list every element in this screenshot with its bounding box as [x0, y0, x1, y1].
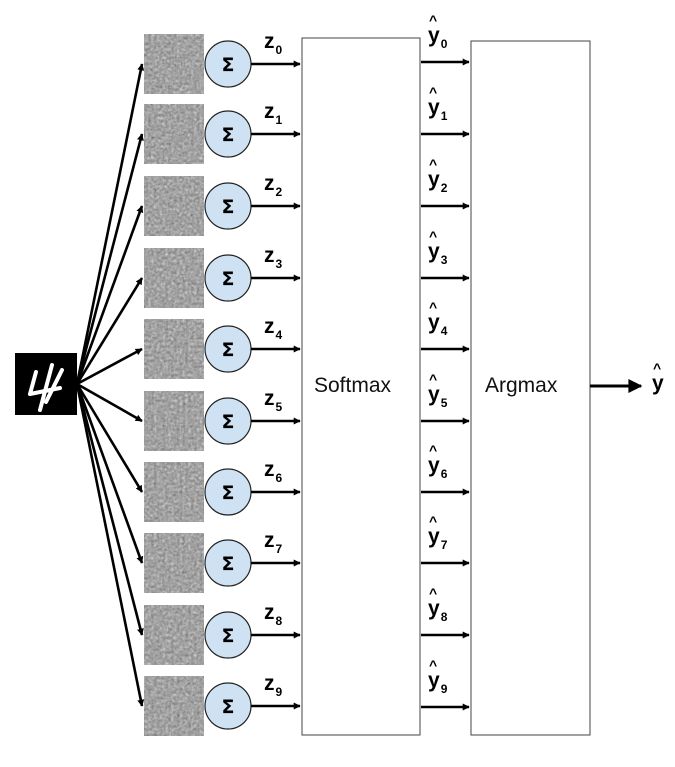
fan-arrow-3	[75, 277, 144, 385]
sum-node-2: Σ	[204, 182, 252, 230]
fan-arrow-8	[75, 383, 144, 636]
sum-node-7: Σ	[204, 539, 252, 587]
input-digit-image	[15, 353, 77, 415]
sum-node-0: Σ	[204, 40, 252, 88]
weight-image-texture	[144, 319, 204, 379]
weight-image-texture	[144, 391, 204, 451]
weight-image-texture	[144, 676, 204, 736]
weight-image-4	[144, 319, 204, 379]
fan-arrow-5	[76, 382, 143, 423]
sigma-icon: Σ	[222, 54, 235, 76]
sigma-icon: Σ	[222, 696, 235, 718]
sum-node-5: Σ	[204, 397, 252, 445]
sum-nodes: Σ Σ Σ Σ Σ Σ Σ Σ Σ Σ	[204, 40, 252, 730]
fan-arrow-7	[75, 383, 144, 564]
fan-arrow-9	[75, 383, 145, 707]
sigma-icon: Σ	[222, 268, 235, 290]
sum-node-4: Σ	[204, 325, 252, 373]
weight-images	[144, 34, 204, 736]
sum-node-1: Σ	[204, 110, 252, 158]
sum-node-6: Σ	[204, 468, 252, 516]
weight-image-6	[144, 462, 204, 522]
probability-arrows	[421, 58, 470, 711]
weight-image-5	[144, 391, 204, 451]
sigma-icon: Σ	[222, 339, 235, 361]
sigma-icon: Σ	[222, 482, 235, 504]
weight-image-8	[144, 605, 204, 665]
logit-arrows	[251, 60, 301, 710]
weight-image-texture	[144, 176, 204, 236]
sigma-icon: Σ	[222, 411, 235, 433]
sigma-icon: Σ	[222, 625, 235, 647]
weight-image-texture	[144, 533, 204, 593]
sigma-icon: Σ	[222, 124, 235, 146]
fan-arrow-0	[75, 63, 145, 385]
input-fan-out-arrows	[75, 63, 145, 707]
weight-image-texture	[144, 104, 204, 164]
argmax-box	[470, 40, 591, 736]
fan-arrow-4	[76, 347, 143, 386]
sum-node-9: Σ	[204, 682, 252, 730]
fan-arrow-2	[75, 205, 144, 385]
weight-image-2	[144, 176, 204, 236]
weight-image-0	[144, 34, 204, 94]
softmax-box	[301, 37, 421, 736]
weight-image-1	[144, 104, 204, 164]
fan-arrow-1	[75, 133, 144, 385]
sum-node-3: Σ	[204, 254, 252, 302]
weight-image-texture	[144, 462, 204, 522]
weight-image-texture	[144, 605, 204, 665]
weight-image-3	[144, 248, 204, 308]
weight-image-9	[144, 676, 204, 736]
weight-image-texture	[144, 248, 204, 308]
weight-image-texture	[144, 34, 204, 94]
sum-node-8: Σ	[204, 611, 252, 659]
sigma-icon: Σ	[222, 196, 235, 218]
weight-image-7	[144, 533, 204, 593]
sigma-icon: Σ	[222, 553, 235, 575]
fan-arrow-6	[75, 383, 144, 493]
